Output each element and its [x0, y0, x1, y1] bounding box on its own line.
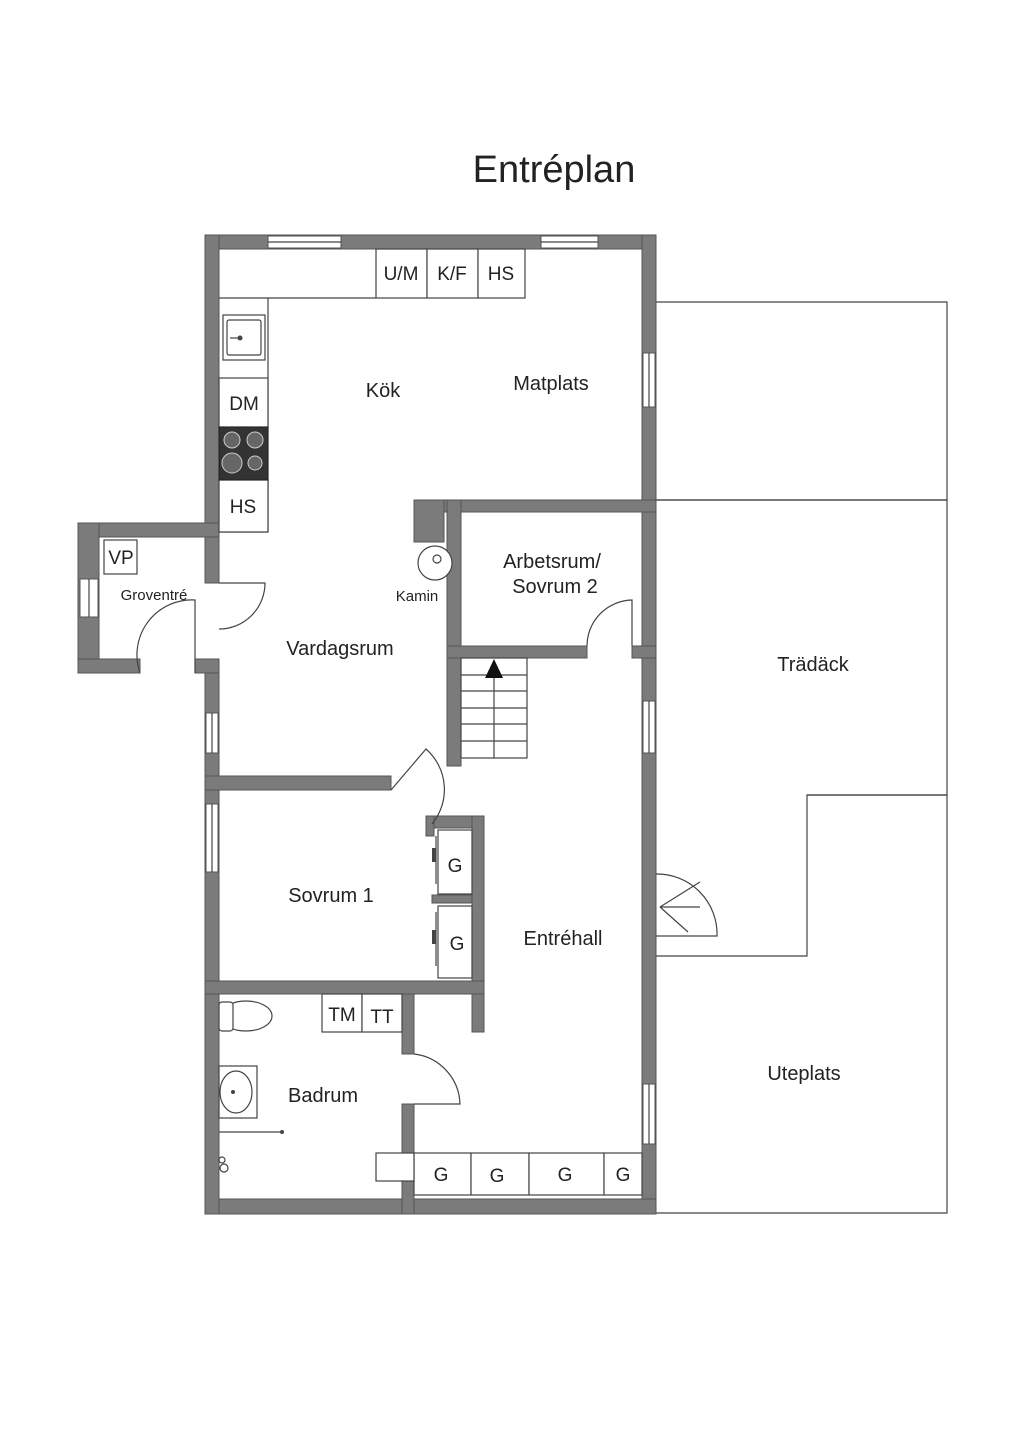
label-g4: G — [490, 1166, 505, 1187]
closets — [413, 829, 643, 1196]
door-sovrum1 — [390, 748, 445, 825]
deck-upper-outline — [656, 301, 948, 501]
outdoor-areas — [656, 301, 948, 1214]
heat-pump-vp — [103, 539, 138, 575]
door-badrum — [413, 1053, 461, 1105]
washbasin-bowl — [219, 1070, 253, 1114]
closet-g6 — [603, 1152, 643, 1196]
wall-annex-bottom-a — [77, 658, 141, 674]
wall-bottom — [204, 1198, 657, 1215]
wall-badrum-right-upper — [401, 993, 415, 1055]
entrance-arrow-lower — [659, 906, 689, 933]
label-dm: DM — [229, 394, 259, 415]
wall-annex-bottom-b — [194, 658, 220, 674]
label-g2: G — [450, 934, 465, 955]
closet-g4 — [470, 1152, 530, 1196]
label-tm: TM — [328, 1005, 355, 1026]
cabinet-hs-side — [218, 479, 269, 533]
label-vp: VP — [108, 548, 133, 569]
label-kamin: Kamin — [396, 588, 439, 605]
wall-closet-right — [471, 815, 485, 1033]
stair-up-arrow-icon — [485, 659, 503, 678]
interior-walls — [204, 499, 657, 1215]
label-vardagsrum: Vardagsrum — [286, 638, 393, 660]
shower-valve-icon — [219, 1163, 229, 1173]
label-sovrum1: Sovrum 1 — [288, 885, 374, 907]
wall-badrum-top — [204, 980, 485, 995]
cabinet-um — [375, 248, 428, 299]
closet-g2-handle — [432, 930, 436, 944]
label-g3: G — [434, 1165, 449, 1186]
tradack-outline — [656, 499, 948, 957]
label-matplats: Matplats — [513, 373, 589, 395]
closet-g1-handle — [432, 848, 436, 862]
label-tt: TT — [370, 1007, 394, 1028]
wall-left-upper — [204, 234, 220, 526]
wall-closet-mid — [431, 894, 473, 904]
fixture-labels: U/M K/F HS DM HS VP G G TM TT G G G G — [108, 264, 630, 1187]
cabinet-hs-top — [477, 248, 526, 299]
wall-sovrum-top — [204, 775, 392, 791]
toilet-tank — [218, 1001, 234, 1032]
label-g1: G — [448, 856, 463, 877]
label-arbetsrum-line2: Sovrum 2 — [512, 576, 598, 598]
label-arbetsrum-line1: Arbetsrum/ — [503, 551, 601, 573]
sink-basin — [226, 319, 262, 356]
label-groventre: Groventré — [121, 587, 188, 604]
uteplats-outline — [656, 794, 948, 1214]
shower-head-icon — [218, 1156, 226, 1164]
wall-closet-jamb — [425, 815, 435, 837]
kamin-fireplace — [417, 545, 453, 581]
plan-title: Entréplan — [473, 149, 636, 191]
appliance-tt — [361, 993, 403, 1033]
wall-arbetsrum-bottom-b — [631, 645, 657, 659]
label-um: U/M — [384, 264, 419, 285]
bath-step — [375, 1152, 415, 1182]
stove-burner-3 — [221, 452, 243, 474]
label-entrehall: Entréhall — [524, 928, 603, 950]
cabinet-kf — [426, 248, 479, 299]
closet-g2 — [437, 905, 473, 979]
doors — [136, 582, 718, 1105]
door-groventre-outer — [136, 599, 196, 674]
closet-g5 — [528, 1152, 605, 1196]
label-tradack: Trädäck — [777, 654, 850, 676]
appliance-tm — [321, 993, 363, 1033]
shower-rail-end — [280, 1130, 284, 1134]
label-badrum: Badrum — [288, 1085, 358, 1107]
stove-burner-4 — [247, 455, 263, 471]
door-groventre-inner — [218, 582, 266, 630]
wall-arbetsrum-bottom — [446, 645, 588, 659]
label-hs-top: HS — [488, 264, 514, 285]
room-labels: Kök Matplats Groventré Kamin Arbetsrum/ … — [121, 373, 850, 1107]
entrance-arrow-upper — [659, 881, 701, 908]
closet-g1 — [437, 829, 473, 895]
label-uteplats: Uteplats — [767, 1063, 840, 1085]
wall-kamin-block — [413, 499, 445, 543]
washbasin-drain — [231, 1090, 235, 1094]
door-arbetsrum — [586, 599, 633, 647]
wall-annex-door-jamb — [204, 536, 220, 584]
cabinet-dm — [218, 377, 269, 428]
door-entrance — [655, 873, 718, 937]
stove-burner-2 — [246, 431, 264, 449]
windows — [79, 235, 656, 1145]
label-hs-side: HS — [230, 497, 256, 518]
kitchen-counters — [218, 248, 526, 533]
wall-arbetsrum-left — [446, 499, 462, 767]
stove-burner-1 — [223, 431, 241, 449]
label-kok: Kök — [366, 380, 401, 402]
bathroom-fixtures — [218, 993, 415, 1182]
label-g5: G — [558, 1165, 573, 1186]
kamin-flue — [432, 554, 442, 564]
label-g6: G — [616, 1165, 631, 1186]
label-kf: K/F — [437, 264, 467, 285]
staircase — [460, 657, 528, 759]
